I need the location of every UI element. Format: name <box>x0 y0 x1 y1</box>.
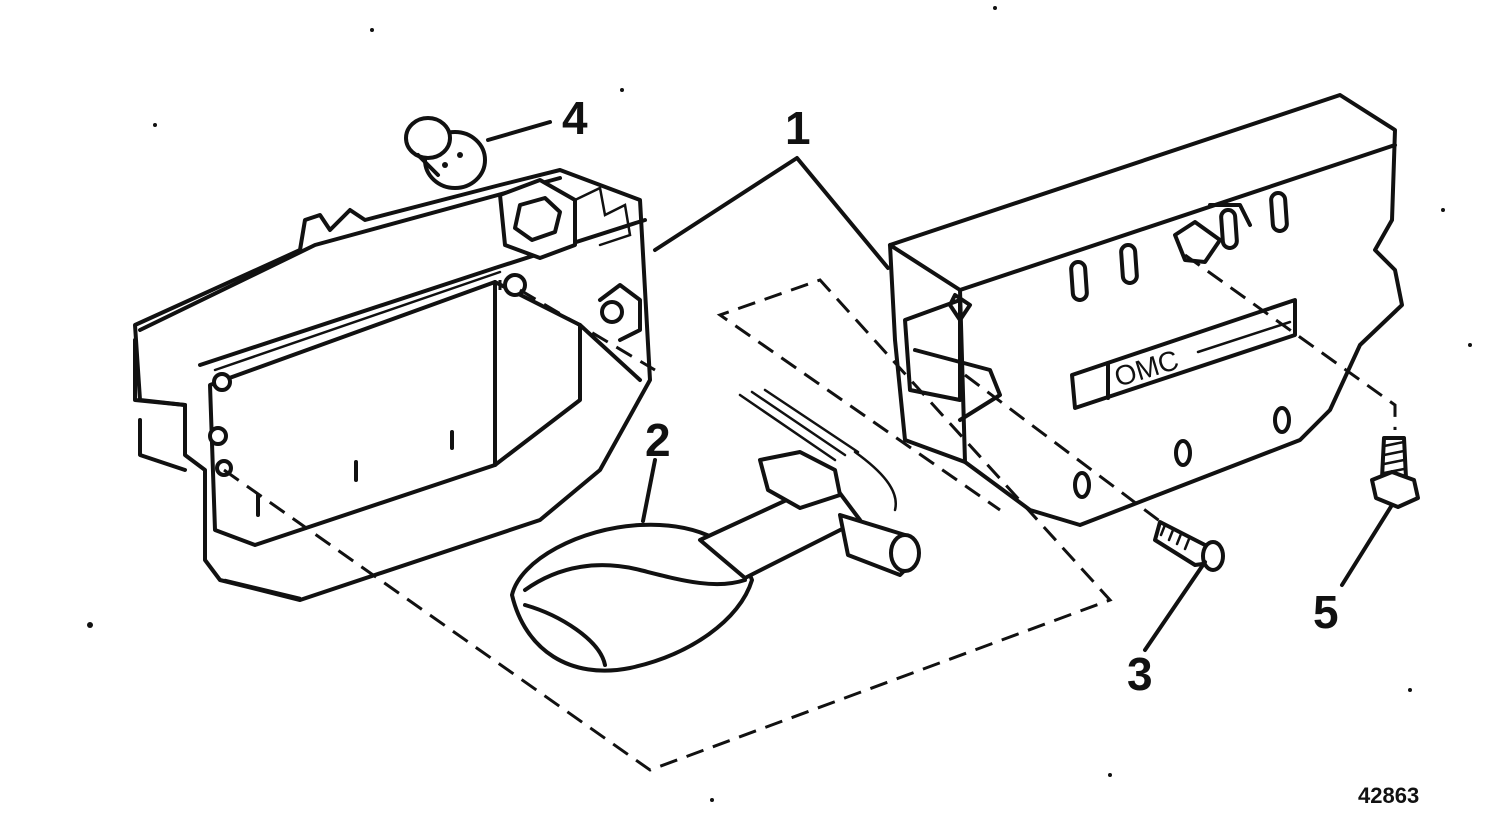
screw-part-5 <box>1370 436 1420 509</box>
right-housing-half: OMC <box>888 93 1404 527</box>
screw-part-3 <box>1153 520 1225 572</box>
callout-4: 4 <box>562 92 588 144</box>
figure-number: 42863 <box>1358 783 1419 808</box>
control-handle <box>510 388 921 673</box>
callout-3: 3 <box>1127 648 1153 700</box>
print-specks <box>87 6 1472 802</box>
left-housing-half <box>133 168 652 602</box>
leader-lines <box>486 120 1394 652</box>
callout-5: 5 <box>1313 586 1339 638</box>
detent-button <box>404 116 487 190</box>
callout-2: 2 <box>645 414 671 466</box>
assembly-lines <box>223 253 1397 772</box>
callout-1: 1 <box>785 102 811 154</box>
